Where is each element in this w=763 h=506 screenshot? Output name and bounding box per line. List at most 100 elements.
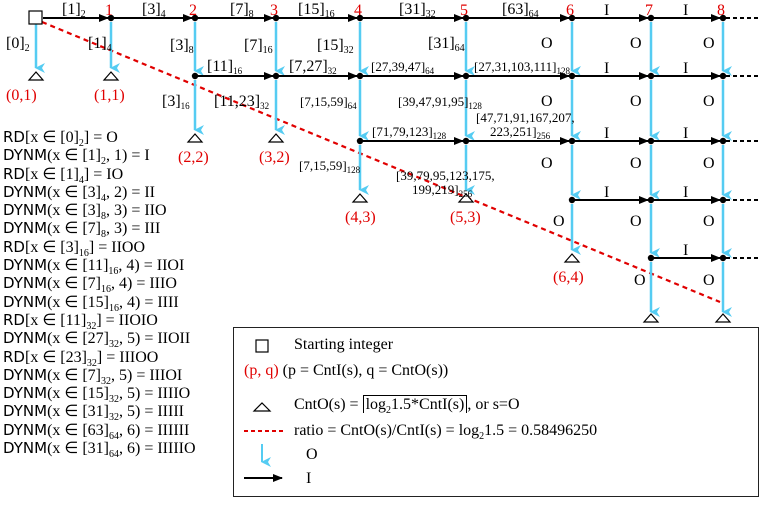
node-dot bbox=[272, 72, 280, 80]
equation-function: RD bbox=[3, 164, 25, 183]
node-number-label: 7 bbox=[645, 2, 653, 19]
node-dot bbox=[568, 196, 576, 204]
legend-cnto-post: 1.5*CntI(s) bbox=[391, 396, 465, 413]
row3-edge-label: 223,251]256 bbox=[490, 124, 551, 141]
edge-o-label: O bbox=[630, 35, 642, 52]
equation-function: DYNM bbox=[3, 201, 48, 220]
equation-body: (x ∈ [27]32, 5) = IIOII bbox=[47, 330, 191, 351]
edge-i-label: I bbox=[604, 2, 609, 19]
equation-function: DYNM bbox=[3, 292, 48, 311]
node-dot bbox=[356, 72, 364, 80]
equation-function: DYNM bbox=[3, 256, 48, 275]
row2-edge-label: [7,27]32 bbox=[289, 58, 337, 76]
node-dot bbox=[719, 14, 727, 22]
edge-o-label: O bbox=[553, 213, 565, 230]
left-edge-label: [1]4 bbox=[88, 35, 112, 54]
legend-i-label: I bbox=[306, 470, 312, 487]
row2-down-label: [39,47,91,95]128 bbox=[398, 94, 482, 111]
edge-o-label: O bbox=[634, 272, 646, 289]
left-edge-label: [7]16 bbox=[244, 37, 273, 56]
node-number-label: 6 bbox=[566, 2, 574, 19]
equation-item: DYNM(x ∈ [3]4, 2) = II bbox=[3, 183, 238, 204]
node-number-label: 2 bbox=[189, 2, 197, 19]
node-dot bbox=[272, 14, 280, 22]
edge-i-label: I bbox=[683, 2, 688, 19]
edge-o-label: O bbox=[703, 155, 715, 172]
edge-i-label: I bbox=[604, 184, 609, 201]
left-edge-label: [3]8 bbox=[170, 37, 194, 56]
starting-square-icon bbox=[28, 10, 43, 25]
triangle-icon bbox=[563, 253, 581, 263]
edge-i-label: I bbox=[604, 60, 609, 77]
equation-function: DYNM bbox=[3, 365, 48, 384]
edge-o-label: O bbox=[703, 213, 715, 230]
legend-pq-row: (p, q) (p = CntI(s), q = CntO(s)) bbox=[244, 360, 448, 382]
triangle-icon bbox=[186, 133, 204, 143]
triangle-icon bbox=[27, 71, 45, 81]
row3-edge-label: [71,79,123]128 bbox=[372, 124, 447, 141]
node-dot bbox=[356, 137, 364, 145]
edge-o-label: O bbox=[703, 35, 715, 52]
equation-function: DYNM bbox=[3, 329, 48, 348]
edge-i-label: I bbox=[604, 125, 609, 142]
equation-body: [x ∈ [23]32] = IIIOO bbox=[24, 348, 159, 369]
node-dot bbox=[462, 72, 470, 80]
edge-o-label: O bbox=[541, 155, 553, 172]
top-edge-label: [3]4 bbox=[142, 1, 166, 20]
equation-body: (x ∈ [63]64, 6) = IIIIII bbox=[47, 421, 190, 442]
row2-down-label: [3]16 bbox=[162, 93, 190, 111]
node-number-label: 5 bbox=[460, 2, 468, 19]
legend-ratio-pre: ratio = CntO(s)/CntI(s) = log bbox=[294, 422, 480, 439]
equation-body: (x ∈ [15]16, 4) = IIII bbox=[47, 293, 179, 314]
legend-symbols bbox=[244, 339, 284, 482]
top-edge-label: [15]16 bbox=[298, 1, 335, 20]
node-dot bbox=[647, 137, 655, 145]
edge-i-label: I bbox=[683, 60, 688, 77]
edge-i-label: I bbox=[683, 125, 688, 142]
edge-i-label: I bbox=[683, 242, 688, 259]
triangle-pq-label: (4,3) bbox=[345, 209, 376, 226]
legend-ratio-row: ratio = CntO(s)/CntI(s) = log21.5 = 0.58… bbox=[294, 420, 597, 442]
left-edge-label: [15]32 bbox=[317, 37, 354, 56]
legend-ceil: log21.5*CntI(s) bbox=[362, 395, 465, 416]
equation-body: (x ∈ [11]16, 4) = IIOI bbox=[47, 257, 185, 278]
equation-item: RD[x ∈ [0]2] = O bbox=[3, 128, 238, 149]
edge-o-label: O bbox=[703, 272, 715, 289]
node-dot bbox=[462, 14, 470, 22]
triangle-icon bbox=[267, 133, 285, 143]
edge-i-label: I bbox=[683, 184, 688, 201]
equation-function: DYNM bbox=[3, 384, 48, 403]
row2-edge-label: [27,31,103,111]128 bbox=[474, 59, 570, 76]
legend-pq-symbol: (p, q) bbox=[244, 362, 279, 379]
node-dot bbox=[107, 14, 115, 22]
left-edge-label: [31]64 bbox=[428, 35, 465, 54]
node-number-label: 3 bbox=[270, 2, 278, 19]
equation-body: (x ∈ [31]64, 6) = IIIIIO bbox=[47, 440, 196, 461]
equation-item: DYNM(x ∈ [31]64, 6) = IIIIIO bbox=[3, 439, 238, 461]
node-dot bbox=[191, 72, 199, 80]
equation-function: DYNM bbox=[3, 219, 48, 238]
equation-item: DYNM(x ∈ [15]16, 4) = IIII bbox=[3, 292, 238, 314]
equation-function: RD bbox=[3, 347, 25, 366]
top-edge-label: [1]2 bbox=[62, 1, 86, 20]
edge-o-label: O bbox=[630, 213, 642, 230]
legend-cnto-row: CntO(s) = log21.5*CntI(s)​, or s=O bbox=[294, 394, 520, 416]
node-dot bbox=[191, 14, 199, 22]
node-dot bbox=[719, 196, 727, 204]
equation-function: DYNM bbox=[3, 274, 48, 293]
node-dot bbox=[719, 72, 727, 80]
equation-item: DYNM(x ∈ [63]64, 6) = IIIIII bbox=[3, 421, 238, 442]
legend-cnto-tail: , or s=O bbox=[467, 396, 520, 413]
triangle-pq-label: (2,2) bbox=[178, 149, 209, 166]
edge-o-label: O bbox=[630, 93, 642, 110]
equation-function: DYNM bbox=[3, 439, 48, 458]
equation-function: DYNM bbox=[3, 402, 48, 421]
equation-item: RD[x ∈ [1]4] = IO bbox=[3, 164, 238, 186]
legend-cnto-pre: CntO(s) = bbox=[294, 396, 363, 413]
legend-ratio-post: 1.5 = 0.58496250 bbox=[484, 422, 598, 439]
node-number-label: 1 bbox=[105, 2, 113, 19]
node-number-label: 4 bbox=[354, 2, 362, 19]
triangle-icon bbox=[102, 71, 120, 81]
equation-body: [x ∈ [11]32] = IIOIO bbox=[24, 311, 158, 333]
equation-item: RD[x ∈ [11]32] = IIOIO bbox=[3, 311, 238, 333]
